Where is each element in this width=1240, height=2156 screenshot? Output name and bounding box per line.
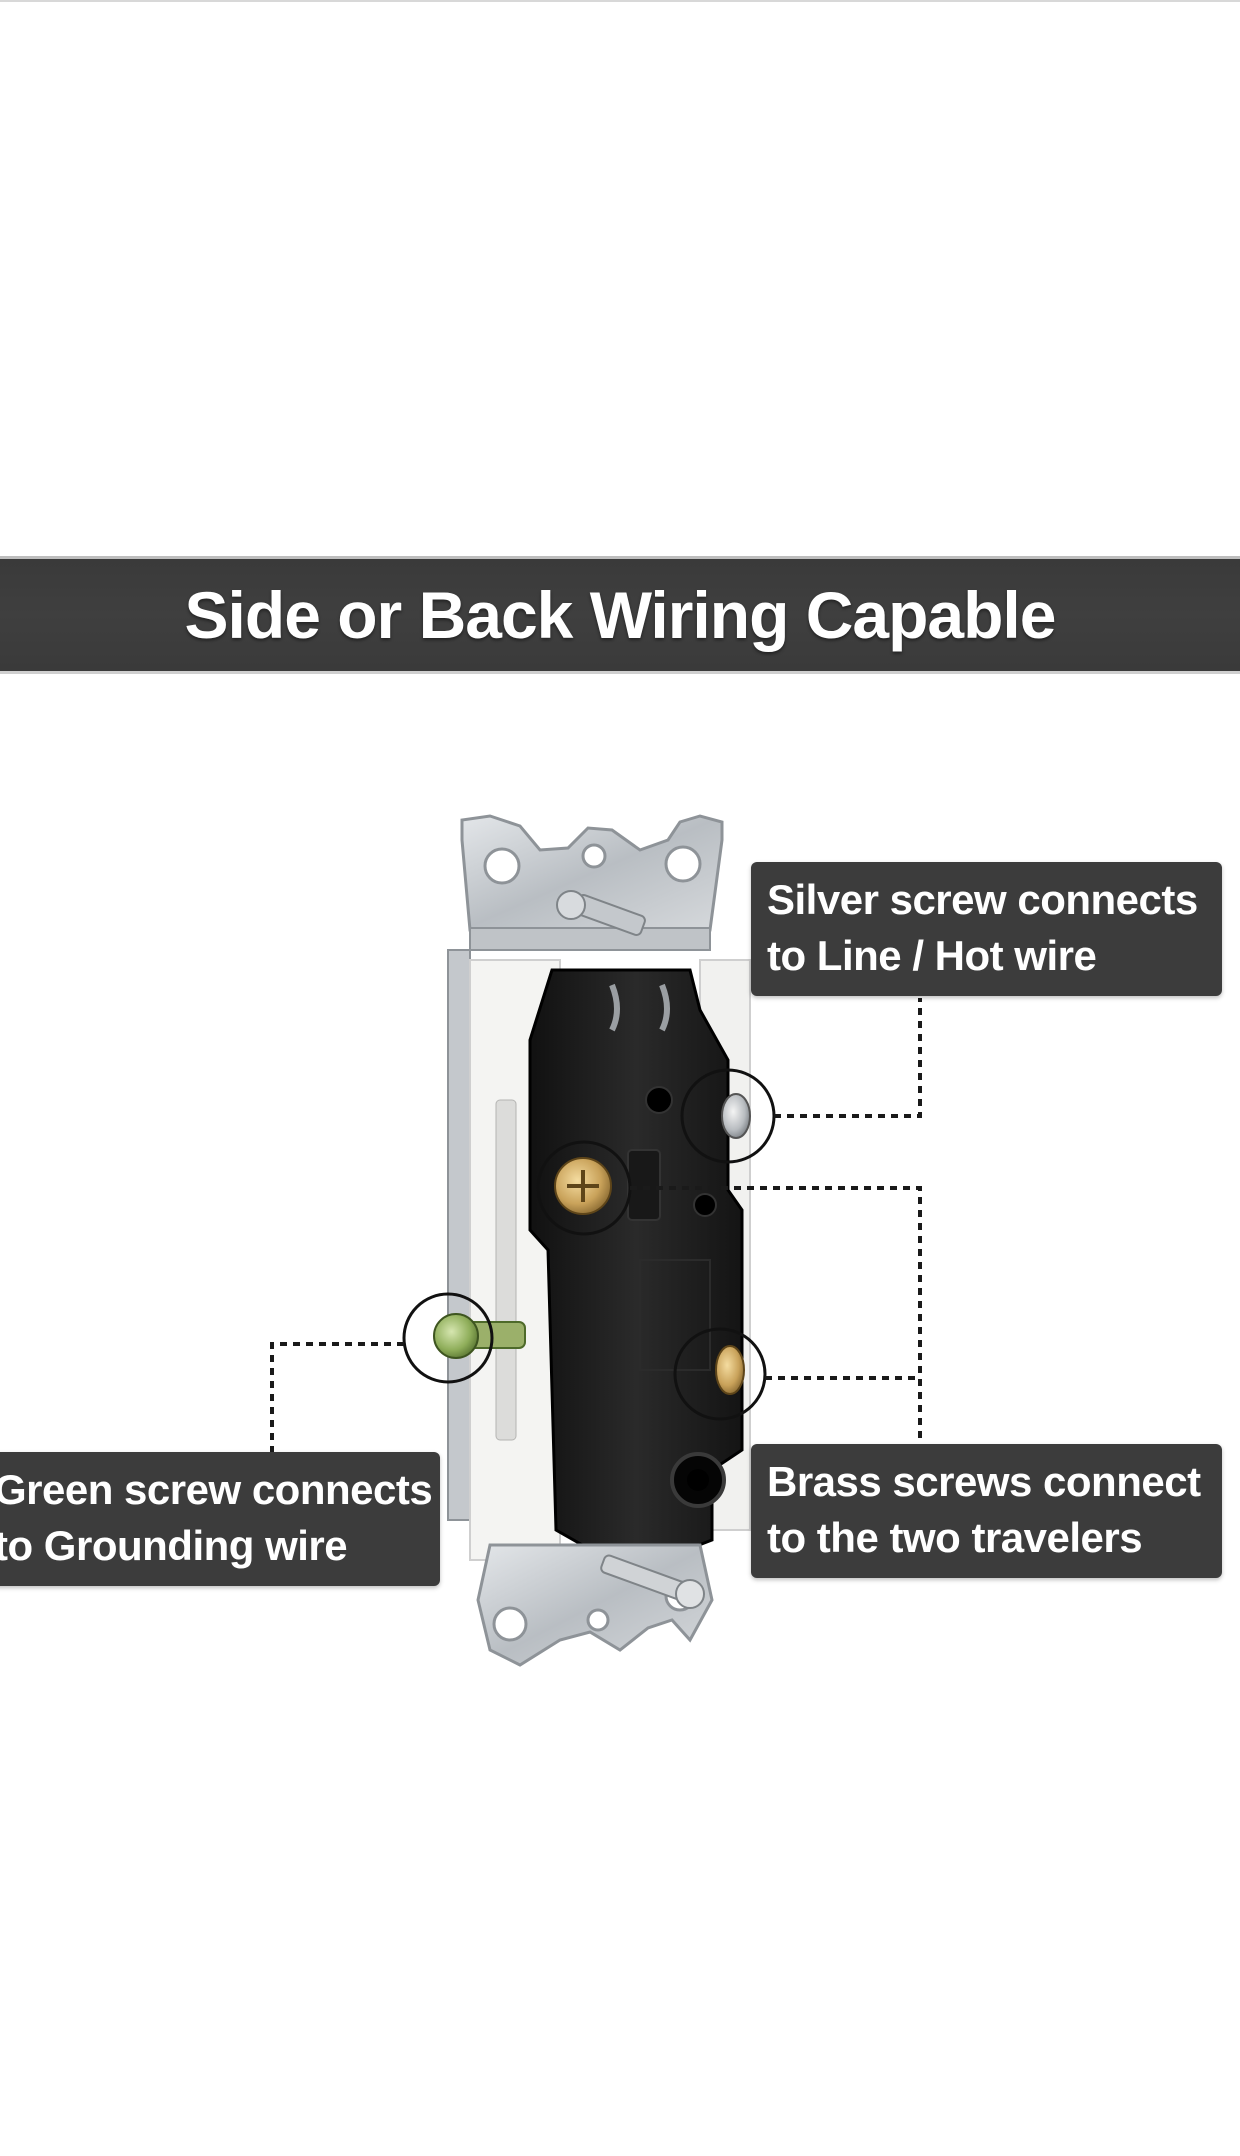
green-callout-line-2: to Grounding wire	[0, 1522, 348, 1569]
green-leader-line	[270, 1342, 404, 1452]
mounting-strap-top	[460, 814, 724, 951]
mounting-strap-bottom	[476, 1543, 714, 1667]
green-screw-callout: Green screw connects to Grounding wire	[0, 1452, 440, 1586]
strap-side-rail	[447, 949, 471, 1521]
leader-lines	[270, 998, 922, 1452]
green-screw-icon	[402, 1292, 526, 1384]
switch-body	[528, 968, 744, 1562]
brass-upper-leader-line	[630, 1186, 922, 1444]
brass-callout-line-1: Brass screws connect	[767, 1458, 1201, 1505]
green-callout-line-1: Green screw connects	[0, 1466, 433, 1513]
brass-screw-callout: Brass screws connect to the two traveler…	[751, 1444, 1222, 1578]
page-title: Side or Back Wiring Capable	[184, 578, 1057, 652]
mounting-screw-bottom-icon	[600, 1554, 705, 1609]
green-screw-highlight	[402, 1292, 494, 1384]
silver-callout-line-1: Silver screw connects	[767, 876, 1198, 923]
silver-callout-line-2: to Line / Hot wire	[767, 932, 1097, 979]
mounting-screw-top-icon	[556, 890, 646, 936]
silver-leader-line	[774, 998, 922, 1118]
top-rule	[0, 0, 1240, 2]
brass-screw-lower-highlight	[673, 1327, 767, 1421]
silver-screw-callout: Silver screw connects to Line / Hot wire	[751, 862, 1222, 996]
brass-callout-line-2: to the two travelers	[767, 1514, 1143, 1561]
title-band: Side or Back Wiring Capable	[0, 556, 1240, 674]
brass-screw-lower-icon	[673, 1327, 767, 1421]
